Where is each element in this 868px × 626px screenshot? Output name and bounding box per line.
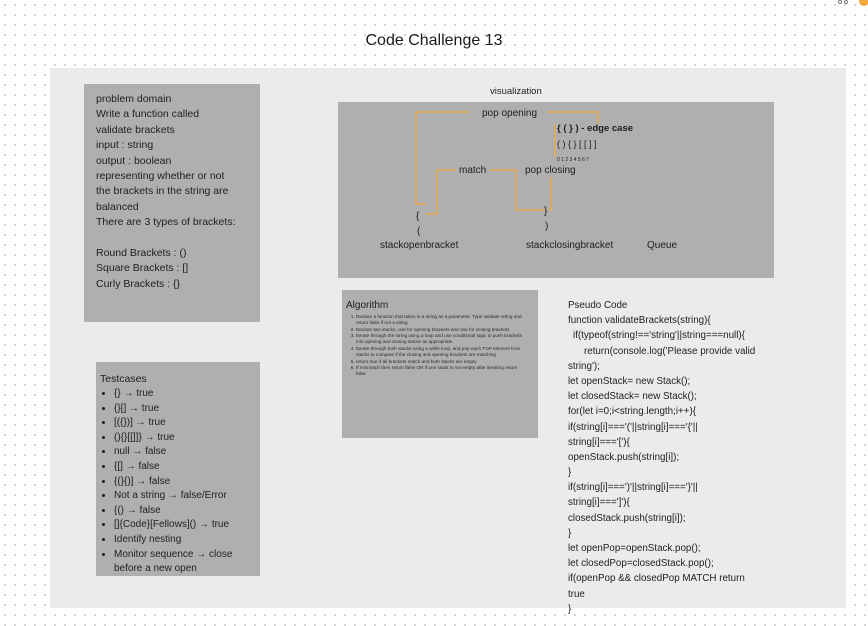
testcases-title: Testcases <box>100 373 147 385</box>
algorithm-title: Algorithm <box>346 300 389 311</box>
problem-line: Round Brackets : () <box>96 246 187 259</box>
pseudo-code-line: let openPop=openStack.pop(); <box>568 543 701 554</box>
pseudo-code-line: closedStack.push(string[i]); <box>568 512 686 524</box>
pseudo-code-line: return(console.log('Please provide valid <box>584 345 756 357</box>
algorithm-step: return true if all brackets match and bo… <box>356 359 528 365</box>
pseudo-code-line: string[i]===']'){ <box>568 497 630 509</box>
example-string: ( ) { } [ [ ] ] <box>557 139 597 149</box>
match-connector-right <box>490 169 545 211</box>
pop-closing-connector <box>549 177 552 211</box>
stack-closing-label: stackclosingbracket <box>526 240 613 251</box>
pseudo-code-line: if(string[i]===')'||string[i]==='}'|| <box>568 482 698 494</box>
pseudo-code-line: if(typeof(string!=='string'||string===nu… <box>573 330 745 342</box>
problem-line: output : boolean <box>96 154 172 167</box>
problem-line: Square Brackets : [] <box>96 262 189 275</box>
testcase-item: [({})] → true <box>114 416 232 431</box>
pop-opening-label: pop opening <box>482 108 537 119</box>
problem-line: representing whether or not <box>96 169 225 182</box>
testcase-item: {[] → false <box>114 460 232 475</box>
close-round-bracket: ) <box>545 221 548 232</box>
visualization-panel[interactable]: pop opening { ( } ) - edge case ( ) { } … <box>338 102 774 278</box>
match-label: match <box>459 165 486 176</box>
pseudo-code-line: if(string[i]==='('||string[i]==='{'|| <box>568 421 698 433</box>
pseudo-code-line: } <box>568 527 572 539</box>
problem-line: input : string <box>96 139 154 152</box>
pop-opening-connector <box>415 111 470 205</box>
pseudo-code-block[interactable]: Pseudo Code function validateBrackets(st… <box>568 298 755 617</box>
testcase-item: {}[] → true <box>114 402 232 417</box>
algorithm-note[interactable]: Algorithm Declare a function that takes … <box>342 290 538 438</box>
algorithm-step: If mismatch then return false OR if one … <box>356 365 528 377</box>
testcase-item: []{Code}[Fellows]() → true <box>114 518 232 533</box>
algorithm-step: Declare two stacks, one for opening brac… <box>356 327 528 333</box>
problem-line: the brackets in the string are <box>96 185 229 198</box>
problem-line <box>96 231 235 246</box>
testcase-item: null → false <box>114 445 232 460</box>
algorithm-step: Declare a function that takes in a strin… <box>356 314 528 326</box>
pseudo-code-line: true <box>568 588 585 600</box>
testcase-item: Identify nesting <box>114 533 232 548</box>
pseudo-code-line: if(openPop && closedPop MATCH return <box>568 573 745 585</box>
page-title: Code Challenge 13 <box>365 32 503 49</box>
pseudo-code-line: string'); <box>568 360 600 372</box>
pseudo-code-line: let closedStack= new Stack(); <box>568 391 697 403</box>
queue-label: Queue <box>647 240 677 251</box>
testcase-item-continued: before a new open <box>114 563 197 575</box>
testcase-item: (){}[[]]} → true <box>114 431 232 446</box>
problem-line: There are 3 types of brackets: <box>96 216 236 229</box>
testcases-list: {} → true {}[] → true [({})] → true (){}… <box>96 387 232 577</box>
testcase-item: Monitor sequence → close <box>114 548 232 563</box>
pseudo-code-line: string[i]==='['){ <box>568 436 630 448</box>
algorithm-steps: Declare a function that takes in a strin… <box>342 314 528 378</box>
problem-line: Write a function called <box>96 108 200 121</box>
pseudo-code-line: } <box>568 603 572 615</box>
problem-domain-note[interactable]: problem domain Write a function called v… <box>84 84 260 322</box>
testcases-note[interactable]: Testcases {} → true {}[] → true [({})] →… <box>96 362 260 576</box>
open-curly-bracket: { <box>416 211 420 222</box>
open-round-bracket: ( <box>417 226 421 237</box>
pop-closing-label: pop closing <box>525 165 576 176</box>
problem-line: validate brackets <box>96 123 175 136</box>
testcase-item: {(}{)] → false <box>114 475 232 490</box>
testcase-item: {} → true <box>114 387 232 402</box>
problem-line: balanced <box>96 200 139 213</box>
pseudo-code-line: let openStack= new Stack(); <box>568 375 691 387</box>
problem-domain-text: problem domain Write a function called v… <box>96 92 235 292</box>
index-labels: 0 1 2 3 4 5 6 7 <box>557 157 589 163</box>
close-curly-bracket: } <box>544 206 548 217</box>
pseudo-code-line: } <box>568 467 572 479</box>
algorithm-step: Iterate through both stacks using a whil… <box>356 346 528 358</box>
algorithm-step: Iterate through the string using a loop … <box>356 333 528 345</box>
pseudo-code-line: function validateBrackets(string){ <box>568 315 711 327</box>
problem-line: Curly Brackets : {} <box>96 277 181 290</box>
visualization-diagram: pop opening { ( } ) - edge case ( ) { } … <box>380 108 677 251</box>
visualization-label: visualization <box>490 86 542 97</box>
testcase-item: {() → false <box>114 504 232 519</box>
pseudo-code-title: Pseudo Code <box>568 300 628 311</box>
edge-case-label: { ( } ) - edge case <box>557 123 633 134</box>
collaborator-cursor-icon <box>838 0 868 6</box>
pop-opening-connector-right <box>547 111 599 124</box>
testcase-item: Not a string → false/Error <box>114 489 232 504</box>
stack-open-label: stackopenbracket <box>380 240 459 251</box>
pseudo-code-line: let closedPop=closedStack.pop(); <box>568 558 714 570</box>
pseudo-code-line: for(let i=0;i<string.length;i++){ <box>568 406 696 418</box>
pseudo-code-line: openStack.push(string[i]); <box>568 451 680 463</box>
match-connector <box>426 169 456 215</box>
problem-line: problem domain <box>96 93 172 105</box>
